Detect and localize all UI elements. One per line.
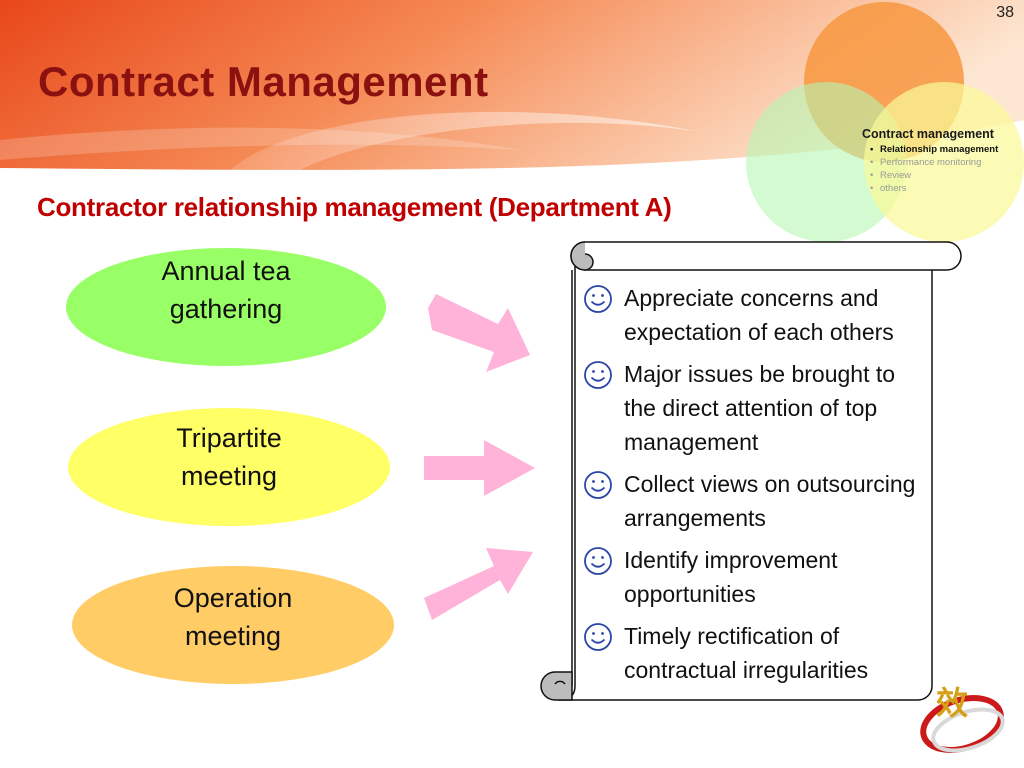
nav-heading: Contract management <box>862 127 994 141</box>
scroll-bottom-roll <box>540 671 573 701</box>
outcome-text: Timely rectification of contractual irre… <box>624 623 869 683</box>
list-item: Identify improvement opportunities <box>582 543 932 611</box>
page-number: 38 <box>996 4 1014 21</box>
band-swoosh <box>230 111 700 170</box>
outcome-text: Appreciate concerns and expectation of e… <box>624 285 894 345</box>
outcome-text: Collect views on outsourcing arrangement… <box>624 471 916 531</box>
list-item: Appreciate concerns and expectation of e… <box>582 281 932 349</box>
scroll-banner <box>540 241 962 701</box>
meeting-label: Annual tea gathering <box>161 256 291 324</box>
list-item: Major issues be brought to the direct at… <box>582 357 932 459</box>
smiley-face-icon <box>584 285 612 313</box>
smiley-face-icon <box>584 361 612 389</box>
emblem-logo: 效 <box>920 684 1005 753</box>
slide-subtitle: Contractor relationship management (Depa… <box>37 192 672 222</box>
logo-glyph: 效 <box>936 684 968 722</box>
decor-circle-green <box>746 82 906 242</box>
meeting-label: Tripartite meeting <box>176 423 282 491</box>
header-band <box>0 0 1024 242</box>
nav-item-others[interactable]: others <box>868 182 1022 195</box>
outcome-text: Identify improvement opportunities <box>624 547 838 607</box>
band-swoosh-2 <box>0 127 520 160</box>
nav-item-relationship-management[interactable]: Relationship management <box>868 143 1022 156</box>
outcomes-list: Appreciate concerns and expectation of e… <box>582 281 932 695</box>
meeting-oval-annual-tea: Annual tea gathering <box>66 248 386 366</box>
scroll-body <box>559 245 933 701</box>
section-navigation: Contract management Relationship managem… <box>862 127 1022 195</box>
page-title: Contract Management <box>38 58 489 105</box>
smiley-face-icon <box>584 471 612 499</box>
list-item: Timely rectification of contractual irre… <box>582 619 932 687</box>
outcome-text: Major issues be brought to the direct at… <box>624 361 896 455</box>
arrows-group <box>424 294 535 620</box>
smiley-face-icon <box>584 623 612 651</box>
meeting-label: Operation meeting <box>173 583 293 651</box>
nav-item-review[interactable]: Review <box>868 169 1022 182</box>
smiley-face-icon <box>584 547 612 575</box>
nav-item-performance-monitoring[interactable]: Performance monitoring <box>868 156 1022 169</box>
arrow-right-icon <box>424 548 533 620</box>
arrow-right-icon <box>428 294 530 372</box>
scroll-top-roll <box>570 241 962 271</box>
list-item: Collect views on outsourcing arrangement… <box>582 467 932 535</box>
meeting-oval-operation: Operation meeting <box>72 566 394 684</box>
meeting-oval-tripartite: Tripartite meeting <box>68 408 390 526</box>
arrow-right-icon <box>424 440 535 496</box>
nav-list: Relationship management Performance moni… <box>862 143 1022 195</box>
